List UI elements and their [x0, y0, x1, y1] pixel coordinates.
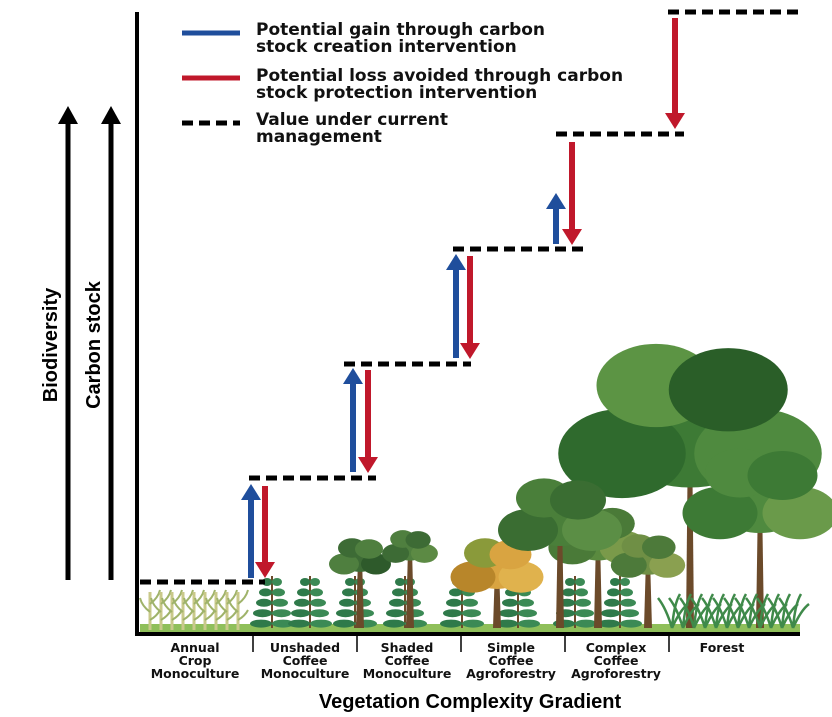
loss-arrow-5	[665, 18, 685, 129]
carbon-stock-axis-label: Carbon stock	[83, 280, 105, 409]
forest-tree-right	[682, 448, 832, 628]
legend-gain-text: Potential gain through carbon stock crea…	[256, 20, 551, 57]
gain-arrow-1	[241, 484, 261, 578]
x-axis-title: Vegetation Complexity Gradient	[319, 691, 622, 713]
category-label-3-line-1: Shaded	[381, 640, 434, 655]
category-label-4-line-2: Coffee	[489, 653, 534, 668]
forest-tree-left	[498, 478, 622, 628]
category-label-5-line-3: Agroforestry	[571, 666, 661, 681]
legend-gain-line-2: stock creation intervention	[256, 37, 517, 57]
legend: Potential gain through carbon stock crea…	[182, 20, 629, 147]
loss-arrow-4	[562, 142, 582, 245]
shade-tree-2	[382, 530, 438, 628]
category-label-2-line-3: Monoculture	[261, 666, 350, 681]
forest-undergrowth	[657, 593, 810, 629]
maize-crop	[139, 589, 249, 630]
loss-arrow-3	[460, 256, 480, 359]
category-label-6-line-1: Forest	[700, 640, 745, 655]
biodiversity-axis-label: Biodiversity	[40, 287, 62, 402]
coffee-shrub-2	[288, 576, 332, 628]
category-label-6: Forest	[700, 640, 745, 655]
legend-loss-line-2: stock protection intervention	[256, 83, 537, 103]
legend-current-line-1: Value under current	[256, 110, 448, 130]
biodiversity-axis-arrow	[58, 106, 78, 580]
legend-current-text: Value under current management	[256, 110, 454, 147]
category-label-5-line-2: Coffee	[594, 653, 639, 668]
coffee-shrub-8	[598, 576, 642, 628]
agroforestry-tree-2	[610, 534, 686, 628]
category-label-4-line-3: Agroforestry	[466, 666, 556, 681]
category-label-1-line-2: Crop	[179, 653, 212, 668]
vegetation-illustration	[139, 343, 832, 632]
carbon-stock-axis-arrow	[101, 106, 121, 580]
legend-gain-line-1: Potential gain through carbon	[256, 20, 545, 40]
coffee-shrub-4	[383, 576, 427, 628]
intervention-arrows	[241, 18, 685, 578]
category-separators	[252, 636, 670, 652]
gain-arrow-3	[446, 254, 466, 358]
shade-tree-1	[329, 538, 391, 628]
gain-arrow-2	[343, 368, 363, 472]
coffee-shrub-3	[333, 576, 377, 628]
category-label-2-line-1: Unshaded	[270, 640, 340, 655]
legend-current-line-2: management	[256, 127, 382, 147]
grass-strip	[140, 624, 800, 632]
loss-arrow-2	[358, 370, 378, 473]
gain-arrow-4	[546, 193, 566, 244]
loss-arrow-1	[255, 486, 275, 578]
category-label-1-line-1: Annual	[170, 640, 219, 655]
category-label-4-line-1: Simple	[487, 640, 535, 655]
category-label-3-line-3: Monoculture	[363, 666, 452, 681]
category-label-2-line-2: Coffee	[283, 653, 328, 668]
legend-loss-line-1: Potential loss avoided through carbon	[256, 66, 623, 86]
category-label-1-line-3: Monoculture	[151, 666, 240, 681]
step-levels	[140, 9, 800, 585]
legend-loss-text: Potential loss avoided through carbon st…	[256, 66, 629, 103]
category-label-3-line-2: Coffee	[385, 653, 430, 668]
fruit-tree	[450, 538, 544, 628]
category-label-5-line-1: Complex	[586, 640, 647, 655]
coffee-shrub-1	[250, 576, 294, 628]
